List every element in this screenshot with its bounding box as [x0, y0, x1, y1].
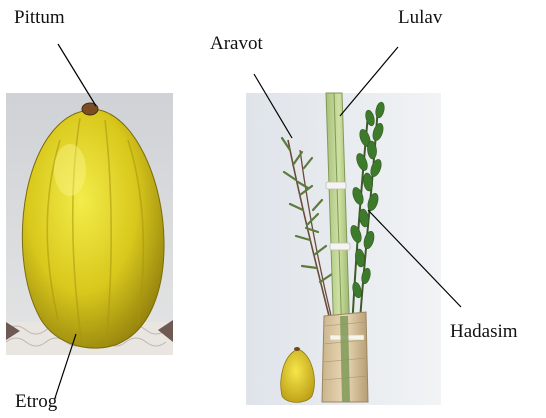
lulav-holder: [322, 312, 368, 402]
pittum-label: Pittum: [14, 8, 65, 27]
etrog-label: Etrog: [15, 392, 57, 411]
lulav-bundle-photo: [246, 93, 441, 405]
hadasim-label: Hadasim: [450, 322, 518, 341]
etrog-photo: [6, 93, 173, 355]
lulav-label: Lulav: [398, 8, 442, 27]
aravot-label: Aravot: [210, 34, 263, 53]
